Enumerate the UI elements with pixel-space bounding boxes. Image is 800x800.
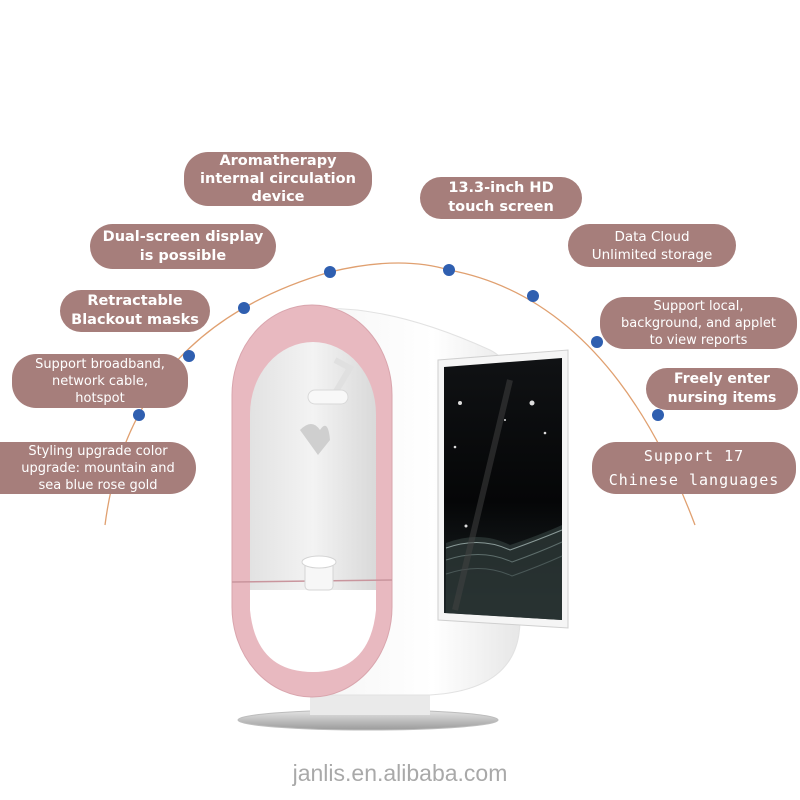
callout-touch-screen: 13.3-inch HD touch screen — [420, 177, 582, 219]
arc-dots — [133, 264, 664, 421]
callout-aromatherapy: Aromatherapy internal circulation device — [184, 152, 372, 206]
callout-dual-screen: Dual-screen display is possible — [90, 224, 276, 269]
callout-blackout-masks: Retractable Blackout masks — [60, 290, 210, 332]
skin-analyzer-device-image — [231, 304, 569, 731]
callout-data-cloud: Data Cloud Unlimited storage — [568, 224, 736, 267]
callout-reports: Support local, background, and applet to… — [600, 297, 797, 349]
watermark-text: janlis.en.alibaba.com — [292, 760, 508, 786]
callout-languages: Support 17 Chinese languages — [592, 442, 796, 494]
callout-nursing-items: Freely enter nursing items — [646, 368, 798, 410]
callout-styling-upgrade: Styling upgrade color upgrade: mountain … — [0, 442, 196, 494]
callout-network: Support broadband, network cable, hotspo… — [12, 354, 188, 408]
